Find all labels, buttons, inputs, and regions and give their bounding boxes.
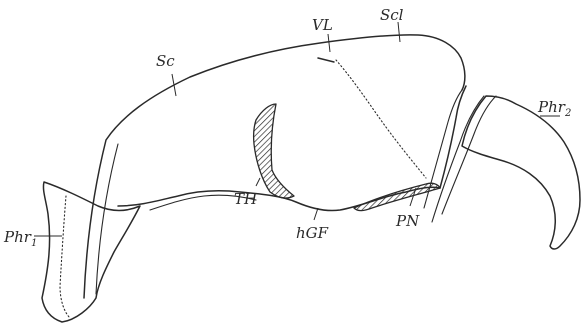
label-phr2-main: Phr [537,98,566,116]
posterior-inner-2 [432,96,484,222]
internal-dotted-line [336,60,426,178]
leader-vl [328,34,330,52]
leader-scl [398,22,400,42]
dorsal-outline [84,35,465,298]
phragma-2-plate [462,96,580,249]
label-scl: Scl [380,6,404,24]
label-phr1-sub: 1 [31,238,37,249]
label-phr1: Phr1 [3,228,37,249]
label-vl: VL [312,16,333,34]
label-phr2-sub: 2 [564,108,571,119]
leader-th [256,178,260,186]
label-phr1-main: Phr [3,228,32,246]
label-phr2: Phr2 [537,98,571,119]
tergal-hinge-hatched [254,104,294,198]
label-sc: Sc [156,52,175,70]
label-pn: PN [395,212,420,230]
phragma-1-plate [42,182,140,322]
vl-accent-mark [318,58,334,62]
phragma-1-dotted-line [60,196,70,318]
label-hgf: hGF [296,224,329,242]
label-th: TH [234,190,258,208]
leader-hgf [314,208,318,220]
